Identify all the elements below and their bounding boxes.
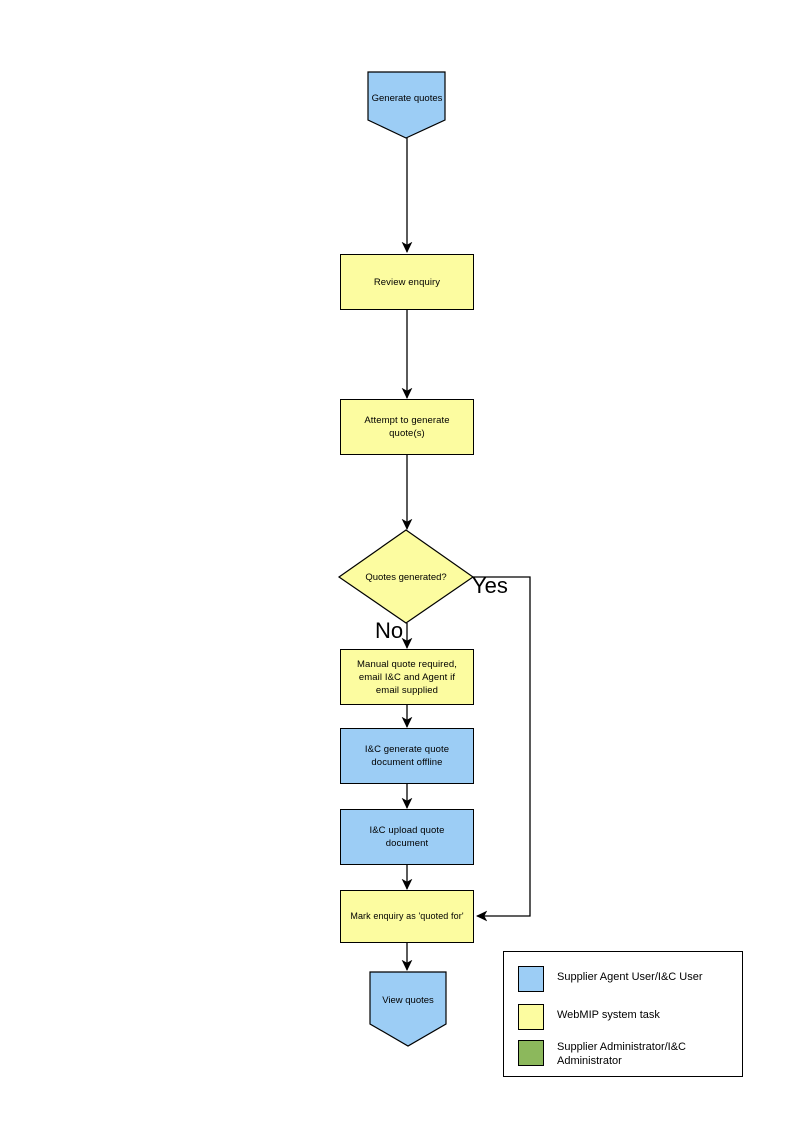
node-label-ic-generate-doc: I&C generate quote document offline (364, 744, 450, 768)
node-ic-generate-doc[interactable]: I&C generate quote document offline (340, 728, 474, 784)
node-shape-quotes-generated[interactable] (337, 529, 475, 624)
legend-label-webmip-system-task: WebMIP system task (557, 1009, 660, 1021)
legend: Supplier Agent User/I&C User WebMIP syst… (503, 951, 743, 1077)
legend-swatch-green (518, 1040, 544, 1066)
node-manual-quote[interactable]: Manual quote required, email I&C and Age… (340, 649, 474, 705)
legend-item-webmip-system-task: WebMIP system task (518, 1004, 660, 1030)
legend-label-supplier-administrator: Supplier Administrator/I&C Administrator (557, 1041, 686, 1067)
node-label-review-enquiry: Review enquiry (373, 276, 441, 288)
node-shape-generate-quotes[interactable] (367, 71, 446, 139)
legend-item-supplier-administrator: Supplier Administrator/I&C Administrator (518, 1040, 686, 1068)
node-view-quotes[interactable]: View quotes (370, 972, 446, 1028)
node-review-enquiry[interactable]: Review enquiry (340, 254, 474, 310)
edge-label-yes: Yes (472, 573, 508, 598)
node-label-generate-quotes: Generate quotes (371, 92, 443, 104)
node-label-manual-quote: Manual quote required, email I&C and Age… (357, 658, 457, 696)
legend-item-supplier-agent-user: Supplier Agent User/I&C User (518, 966, 703, 992)
node-label-attempt-generate: Attempt to generate quote(s) (364, 415, 450, 439)
node-mark-quoted-for[interactable]: Mark enquiry as 'quoted for' (340, 890, 474, 943)
node-label-ic-upload-doc: I&C upload quote document (369, 825, 445, 849)
node-attempt-generate[interactable]: Attempt to generate quote(s) (340, 399, 474, 455)
legend-swatch-yellow (518, 1004, 544, 1030)
node-label-quotes-generated: Quotes generated? (365, 571, 447, 583)
edge-decision-yes-to-mark (473, 576, 531, 922)
node-quotes-generated[interactable]: Quotes generated? (350, 552, 462, 602)
node-label-mark-quoted-for: Mark enquiry as 'quoted for' (350, 911, 464, 921)
node-generate-quotes[interactable]: Generate quotes (368, 72, 446, 124)
node-ic-upload-doc[interactable]: I&C upload quote document (340, 809, 474, 865)
node-label-view-quotes: View quotes (382, 994, 434, 1006)
legend-swatch-blue (518, 966, 544, 992)
legend-label-supplier-agent-user: Supplier Agent User/I&C User (557, 971, 703, 983)
edge-label-no: No (375, 618, 404, 643)
node-shape-view-quotes[interactable] (369, 971, 447, 1047)
